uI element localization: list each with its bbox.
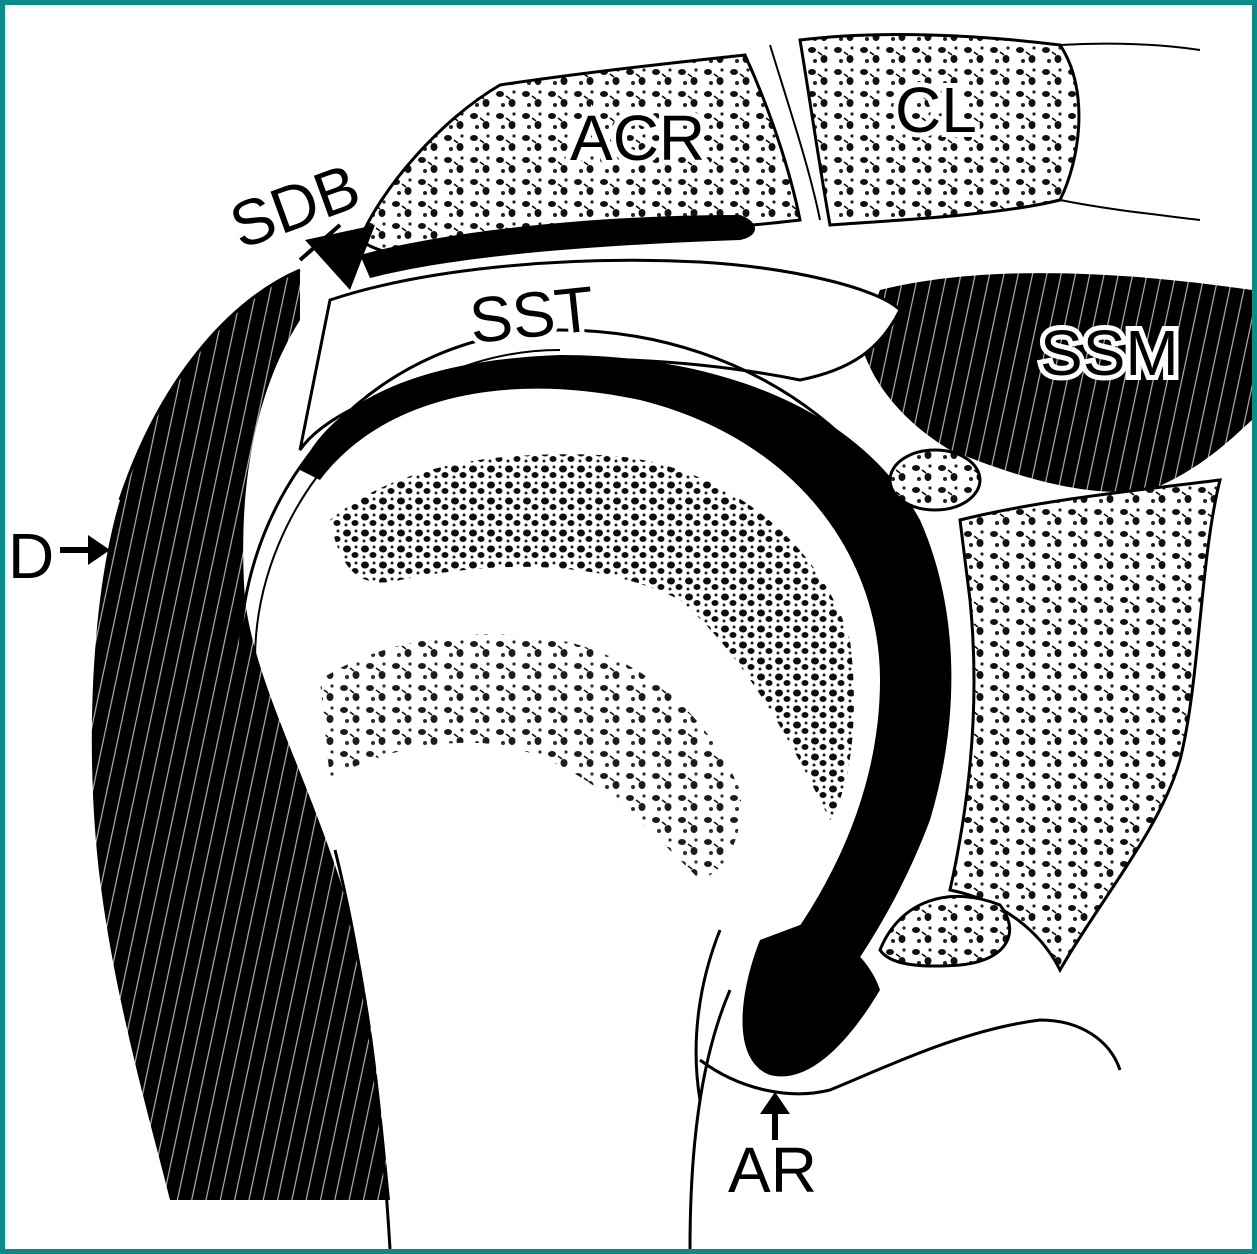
inferior-labrum	[880, 896, 1010, 966]
d-arrow	[60, 535, 110, 565]
label-ar: AR	[728, 1134, 817, 1206]
label-cl: CL	[895, 74, 977, 146]
superior-labrum	[890, 450, 980, 510]
humeral-metaphysis	[320, 634, 741, 880]
label-ssm: SSM	[1040, 317, 1179, 389]
label-acr: ACR	[570, 102, 705, 174]
ar-arrow	[760, 1092, 790, 1140]
shoulder-diagram: ACR CL SDB SST SSM D AR	[5, 5, 1252, 1249]
label-d: D	[8, 520, 54, 592]
humeral-shaft	[335, 850, 730, 1249]
label-sst: SST	[466, 272, 597, 357]
glenoid-scapula	[950, 480, 1220, 970]
